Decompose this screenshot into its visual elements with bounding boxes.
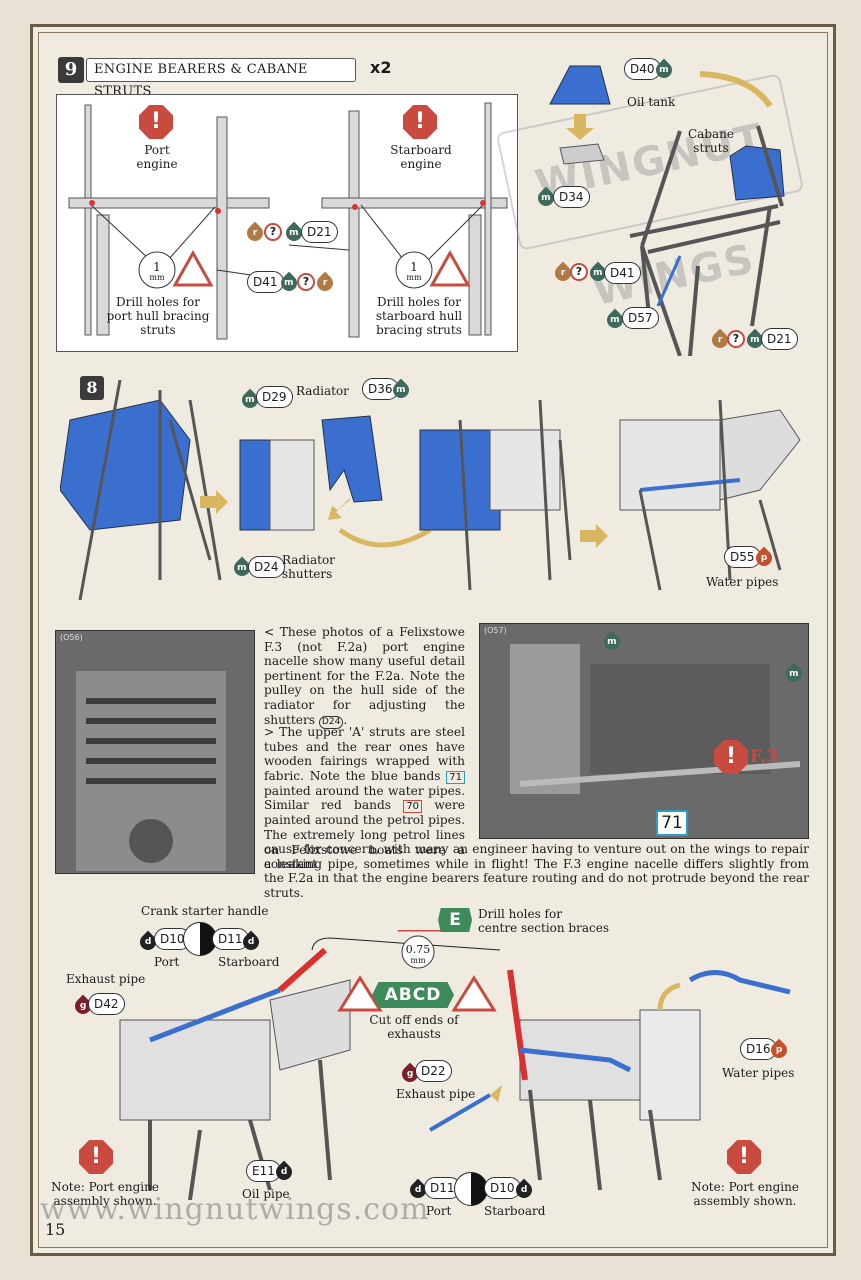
page-frame-inner — [38, 32, 828, 1248]
drill-size: 1 — [153, 260, 161, 274]
ref-70: 70 — [403, 800, 423, 814]
cut-exhausts-label: Cut off ends of exhausts — [369, 1013, 459, 1041]
port-label: Port — [154, 955, 180, 969]
warning-icon: ! — [79, 1140, 113, 1174]
radiator-label: Radiator — [296, 384, 349, 398]
exhaust-pipe-label: Exhaust pipe — [66, 972, 146, 986]
water-pipes-label: Water pipes — [706, 575, 779, 589]
part-d22: D22 — [415, 1060, 452, 1082]
paragraph-1: < These photos of a Felixstowe F.3 (not … — [264, 625, 465, 729]
note-right: Note: Port engine assembly shown. — [691, 1180, 799, 1208]
question-icon: ? — [570, 263, 588, 281]
photo-o56: (O56) — [55, 630, 255, 874]
radiator-shutters-label: Radiator shutters — [282, 553, 335, 581]
question-icon: ? — [727, 330, 745, 348]
page-number: 15 — [45, 1220, 66, 1239]
photo-radiator-image — [76, 671, 226, 871]
f3-label: F.3 — [750, 747, 779, 767]
footer-url: www.wingnutwings.com — [40, 1192, 430, 1227]
part-d10-bottom: D10 — [484, 1177, 521, 1199]
note-left: Note: Port engine assembly shown. — [51, 1180, 159, 1208]
photo-tag: (O56) — [60, 633, 83, 642]
starboard-label-2: Starboard — [484, 1204, 546, 1218]
cabane-assembly-drawing — [549, 65, 785, 356]
part-d16: D16 — [740, 1038, 777, 1060]
drill-unit-mm: mm — [410, 956, 426, 965]
part-d41: D41 — [604, 262, 641, 284]
step-multiplier: x2 — [370, 58, 392, 77]
drill-port-label: Drill holes for port hull bracing struts — [106, 295, 210, 337]
part-d21: D21 — [301, 221, 338, 243]
drill-unit: mm — [149, 273, 165, 282]
part-d21: D21 — [761, 328, 798, 350]
port-engine-label: Port engine — [136, 143, 178, 171]
part-d24: D24 — [248, 556, 285, 578]
part-d11: D11 — [212, 928, 249, 950]
e-tag: E — [438, 908, 472, 932]
part-d42: D42 — [88, 993, 125, 1015]
warning-icon: ! — [403, 105, 437, 139]
band-71-callout: 71 — [656, 810, 688, 836]
part-d41: D41 — [247, 271, 284, 293]
ref-71: 71 — [446, 770, 466, 784]
sub-step-number: 8 — [80, 376, 104, 400]
part-d11-bottom: D11 — [424, 1177, 461, 1199]
question-icon: ? — [264, 223, 282, 241]
abcd-tag: ABCD — [372, 982, 454, 1008]
starboard-label: Starboard — [218, 955, 280, 969]
warning-icon: ! — [139, 105, 173, 139]
strut-drawing — [68, 102, 508, 340]
exhaust-pipe-label-2: Exhaust pipe — [396, 1087, 476, 1101]
starboard-engine-label: Starboard engine — [390, 143, 452, 171]
water-pipes-label-2: Water pipes — [722, 1066, 795, 1080]
photo-engine-image — [510, 644, 801, 794]
photo-o57: (O57) m m ! F.3 71 — [479, 623, 809, 839]
radiator-assembly-drawing — [60, 380, 801, 601]
port-label-2: Port — [426, 1204, 452, 1218]
paragraph-2: > The upper 'A' struts are steel tubes a… — [264, 725, 466, 872]
oil-pipe-label: Oil pipe — [242, 1187, 290, 1201]
strut-panel: ! Port engine ! Starboard engine 1 mm 1 … — [56, 94, 518, 352]
paragraph-3: cause for concern, with many an engineer… — [264, 842, 809, 900]
photo-tag: (O57) — [484, 626, 507, 635]
question-icon: ? — [297, 273, 315, 291]
crank-starter-label: Crank starter handle — [141, 904, 269, 918]
cabane-struts-label: Cabane struts — [687, 127, 734, 155]
warning-icon: ! — [714, 740, 748, 774]
step-title: ENGINE BEARERS & CABANE STRUTS — [86, 58, 356, 99]
warning-icon: ! — [727, 1140, 761, 1174]
drill-075: 0.75 — [405, 943, 431, 956]
exhaust-assembly-drawing — [119, 930, 791, 1200]
part-d29: D29 — [256, 386, 293, 408]
drill-size-starboard: 1 — [410, 260, 418, 274]
part-d34: D34 — [553, 186, 590, 208]
part-d57: D57 — [622, 307, 659, 329]
step-number: 9 — [58, 57, 84, 83]
drill-unit-starboard: mm — [406, 273, 422, 282]
oil-tank-label: Oil tank — [627, 95, 676, 109]
port-starboard-divider-icon — [454, 1172, 488, 1206]
drill-centre-label: Drill holes for centre section braces — [478, 907, 609, 935]
drill-starboard-label: Drill holes for starboard hull bracing s… — [375, 295, 463, 337]
